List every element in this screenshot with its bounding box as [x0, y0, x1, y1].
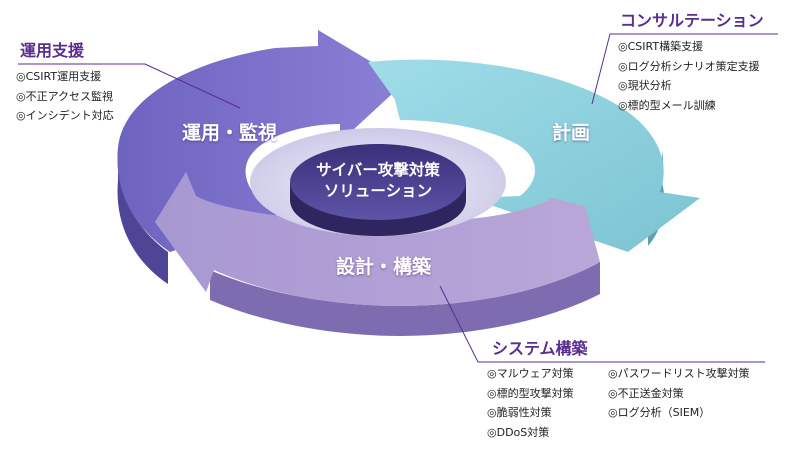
system-build-callout-line — [439, 285, 765, 363]
operation-support-list: ◎CSIRT運用支援 ◎不正アクセス監視 ◎インシデント対応 — [16, 67, 114, 126]
operation-support-heading: 運用支援 — [20, 41, 85, 60]
list-item: ◎標的型攻撃対策 — [487, 386, 574, 400]
operation-segment-side — [117, 148, 168, 284]
list-item: ◎不正送金対策 — [608, 386, 684, 400]
consulting-callout-line — [591, 33, 778, 105]
planning-segment — [368, 59, 700, 252]
phase-label-planning: 計画 — [552, 122, 591, 144]
system-build-list-left: ◎マルウェア対策 ◎標的型攻撃対策 ◎脆弱性対策 ◎DDoS対策 — [487, 364, 574, 442]
list-item: ◎ログ分析シナリオ策定支援 — [618, 59, 760, 73]
center-title-line1: サイバー攻撃対策 — [316, 161, 440, 179]
list-item: ◎CSIRT運用支援 — [16, 70, 102, 83]
design-segment — [155, 172, 600, 306]
list-item: ◎不正アクセス監視 — [16, 89, 114, 103]
hub-top — [290, 144, 466, 220]
center-title: サイバー攻撃対策 ソリューション — [298, 160, 458, 202]
consulting-list: ◎CSIRT構築支援 ◎ログ分析シナリオ策定支援 ◎現状分析 ◎標的型メール訓練 — [618, 37, 760, 115]
phase-label-design: 設計・構築 — [336, 256, 432, 278]
list-item: ◎標的型メール訓練 — [618, 98, 716, 112]
list-item: ◎パスワードリスト攻撃対策 — [608, 367, 750, 380]
system-build-list-right: ◎パスワードリスト攻撃対策 ◎不正送金対策 ◎ログ分析（SIEM） — [608, 364, 750, 423]
list-item: ◎現状分析 — [618, 79, 672, 92]
operation-support-callout-line — [18, 63, 241, 109]
list-item: ◎CSIRT構築支援 — [618, 40, 704, 53]
list-item: ◎DDoS対策 — [487, 425, 550, 439]
consulting-heading: コンサルテーション — [620, 11, 764, 30]
list-item: ◎脆弱性対策 — [487, 406, 552, 419]
phase-label-operation: 運用・監視 — [182, 122, 278, 144]
system-build-heading: システム構築 — [492, 339, 588, 358]
list-item: ◎インシデント対応 — [16, 109, 114, 122]
list-item: ◎マルウェア対策 — [487, 367, 574, 380]
center-title-line2: ソリューション — [323, 182, 433, 200]
list-item: ◎ログ分析（SIEM） — [608, 406, 711, 419]
design-segment-side — [210, 262, 600, 336]
